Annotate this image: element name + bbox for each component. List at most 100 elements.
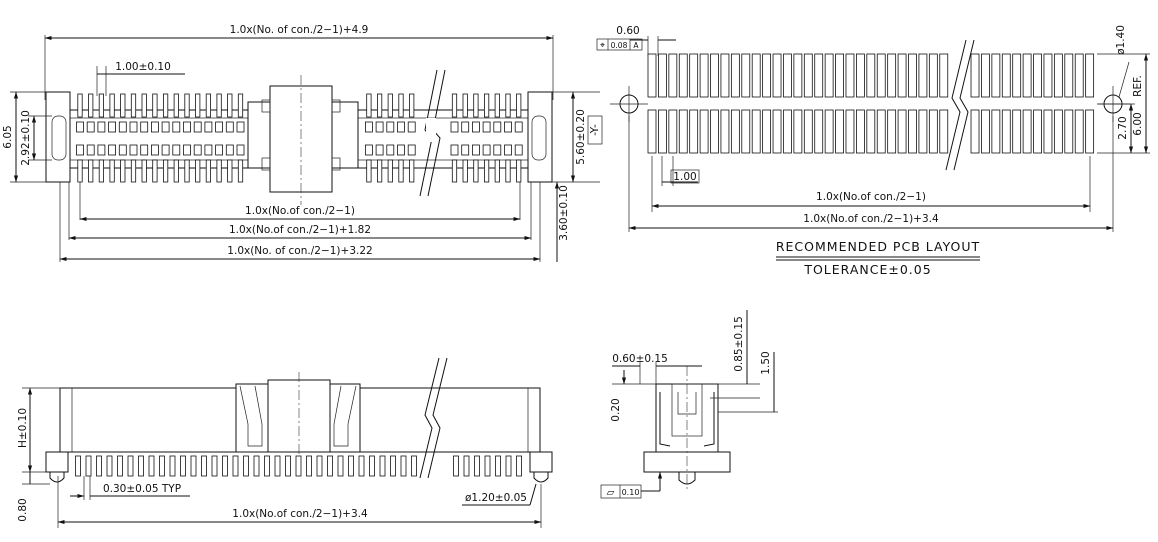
pcb-pad-top [689, 53, 699, 98]
contact-top [118, 121, 127, 133]
pcb-pad-bottom [720, 109, 730, 154]
pcb-layout-title: RECOMMENDED PCB LAYOUT [776, 239, 980, 254]
contact-top [375, 121, 384, 133]
pin-bottom [516, 159, 522, 183]
gap-label: 0.20 [610, 398, 622, 421]
pcb-pad-top [814, 53, 824, 98]
pcb-pad-bottom [1022, 109, 1032, 154]
contact-top [493, 121, 502, 133]
pcb-pad-bottom [647, 109, 657, 154]
pin-top [483, 93, 490, 118]
side-pin [516, 455, 522, 477]
pin-bottom [120, 159, 126, 183]
contact-bottom [118, 144, 127, 156]
pcb-pad-bottom [803, 109, 813, 154]
pcb-pad-bottom [835, 109, 844, 154]
pin-bottom [195, 159, 201, 183]
pin-top [152, 93, 158, 118]
pcb-pad-bottom [783, 109, 792, 154]
side-pin [390, 455, 396, 477]
pcb-pad-bottom [814, 109, 824, 154]
pcb-pad-top [1012, 53, 1022, 98]
end-view: 0.60±0.15 0.85±0.15 1.50 0.20 ⏥ 0.10 [600, 310, 778, 499]
pcb-pad-bottom [1033, 109, 1042, 154]
pcb-pad-top [751, 53, 761, 98]
pcb-pad-top [668, 53, 678, 98]
contact-top [450, 121, 459, 133]
pin-bottom [141, 159, 147, 183]
pcb-pad-bottom [939, 109, 949, 154]
pcb-pad-bottom [710, 109, 719, 154]
contact-top [193, 121, 202, 133]
pcb-pad-top [887, 53, 897, 98]
contact-top [150, 121, 159, 133]
side-pin [358, 455, 365, 477]
pcb-pad-top [928, 53, 938, 98]
contact-top [129, 121, 138, 133]
pcb-pad-bottom [1043, 109, 1053, 154]
pcb-pad-bottom [1085, 109, 1095, 154]
pin-top [141, 93, 147, 118]
side-pin [463, 455, 470, 477]
contact-bottom [407, 144, 416, 156]
contact-bottom [140, 144, 149, 156]
pcb-pad-top [866, 53, 876, 98]
side-pin [106, 455, 113, 477]
pcb-pad-bottom [866, 109, 876, 154]
position-tolerance-frame: ⌖ 0.08 A [596, 38, 643, 51]
pcb-pad-bottom [856, 109, 865, 154]
body-length-label: 1.0x(No.of con./2−1)+1.82 [229, 224, 371, 236]
contact-top [236, 121, 245, 133]
flatness-value: 0.10 [622, 488, 640, 497]
side-pin [148, 455, 155, 477]
height-total-label: 6.05 [2, 125, 14, 148]
contact-bottom [482, 144, 491, 156]
contact-bottom [204, 144, 213, 156]
pin-top [88, 93, 94, 118]
contact-top [183, 121, 191, 133]
pcb-pad-top [720, 53, 730, 98]
pcb-pad-bottom [824, 109, 834, 154]
pcb-pad-top [741, 53, 751, 98]
pcb-pad-top [1001, 53, 1011, 98]
pcb-pad-top [856, 53, 865, 98]
contact-top [204, 121, 213, 133]
pcb-pad-top [762, 53, 772, 98]
pcb-pad-top [783, 53, 792, 98]
pin-top [473, 93, 479, 118]
pcb-pad-bottom [991, 109, 1001, 154]
pcb-pad-bottom [970, 109, 980, 154]
pin-bottom [227, 159, 233, 183]
contact-top [461, 121, 470, 133]
pcb-pad-top [1053, 53, 1063, 98]
side-pin [400, 455, 407, 477]
pin-top [162, 93, 169, 118]
side-view-pins [75, 455, 522, 477]
contact-top [140, 121, 149, 133]
contact-bottom [450, 144, 459, 156]
side-pin [484, 455, 491, 477]
pin-top [516, 93, 522, 118]
flatness-frame: ⏥ 0.10 [600, 471, 663, 499]
contact-bottom [471, 144, 480, 156]
side-pin [75, 455, 81, 477]
pcb-pad-bottom [876, 109, 886, 154]
pcb-pad-top [730, 53, 740, 98]
pin-top [130, 93, 137, 118]
pin-bottom [109, 159, 115, 183]
pitch-label: 1.00±0.10 [115, 61, 171, 73]
pin-top [398, 93, 404, 118]
row-span-label: 1.0x(No.of con./2−1) [245, 205, 355, 217]
pcb-pad-bottom [772, 109, 782, 154]
pcb-pad-top [793, 53, 803, 98]
row-gap-label: 2.70 [1117, 116, 1129, 139]
contact-top [504, 121, 512, 133]
pcb-pad-top [897, 53, 907, 98]
pcb-pad-bottom [1074, 109, 1084, 154]
side-pin [505, 455, 512, 477]
contact-top [108, 121, 116, 133]
side-pin [348, 455, 354, 477]
pin-top [451, 93, 458, 118]
contact-top [364, 121, 373, 133]
position-symbol: ⌖ [600, 41, 605, 51]
